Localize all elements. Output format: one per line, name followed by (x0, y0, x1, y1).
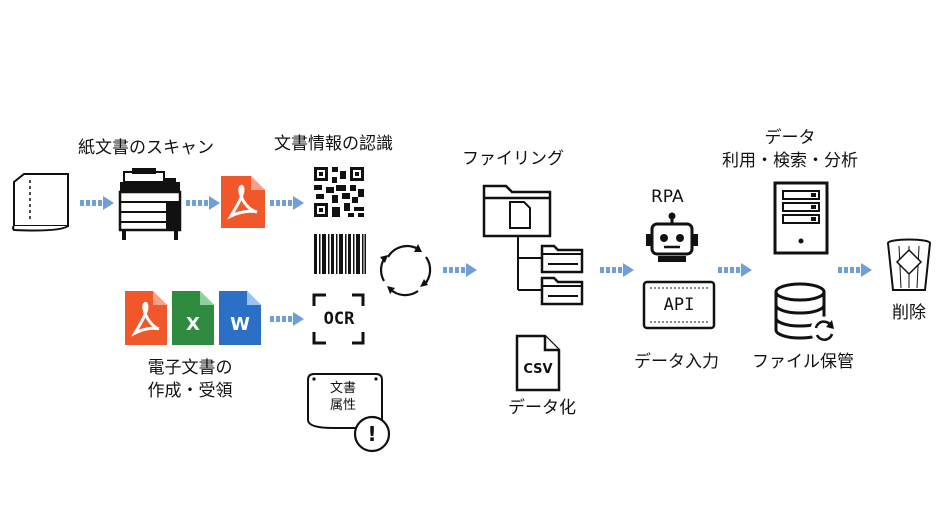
cycle-icon (379, 244, 432, 297)
label-electronic-2: 作成・受領 (147, 381, 233, 401)
scanner-icon (118, 168, 182, 240)
server-icon (773, 181, 829, 255)
ocr-text: OCR (323, 309, 355, 329)
label-rpa: RPA (651, 187, 684, 207)
excel-letter: X (186, 314, 200, 335)
arrow-icon (718, 263, 752, 277)
arrow-icon (600, 263, 634, 277)
arrow-icon (186, 196, 220, 210)
folder-tree-icon (482, 184, 584, 306)
label-file-storage: ファイル保管 (752, 352, 854, 372)
document-attributes-text-1: 文書 (329, 381, 356, 396)
arrow-icon (838, 263, 872, 277)
warning-icon: ! (367, 422, 377, 446)
word-file-icon (219, 291, 261, 345)
label-delete: 削除 (892, 303, 926, 323)
arrow-icon (80, 196, 114, 210)
label-data-input: データ入力 (634, 352, 719, 372)
arrow-icon (270, 312, 304, 326)
pdf-file-icon (125, 291, 167, 345)
label-data-title-2: 利用・検索・分析 (722, 151, 858, 171)
csv-file-icon (515, 334, 561, 392)
ocr-icon (312, 293, 365, 345)
barcode-icon (314, 234, 366, 274)
qr-code-icon (314, 167, 364, 217)
document-attributes-icon (307, 373, 391, 453)
label-paper-scan: 紙文書のスキャン (78, 138, 214, 158)
pdf-file-icon (221, 176, 265, 228)
robot-icon (646, 212, 698, 262)
csv-text: CSV (523, 362, 553, 377)
excel-file-icon (172, 291, 214, 345)
label-filing: ファイリング (462, 149, 564, 169)
paper-document-icon (12, 173, 69, 232)
database-sync-icon (774, 282, 838, 344)
label-electronic-1: 電子文書の (147, 358, 233, 378)
label-data-title-1: データ (764, 128, 816, 148)
arrow-icon (443, 263, 477, 277)
api-screen-icon (642, 280, 716, 330)
label-recognition: 文書情報の認識 (274, 134, 393, 154)
arrow-icon (270, 196, 304, 210)
label-data-conversion: データ化 (508, 398, 576, 418)
trash-bin-icon (887, 238, 931, 291)
word-letter: W (230, 314, 250, 335)
api-text: API (663, 295, 695, 315)
document-attributes-text-2: 属性 (329, 398, 356, 413)
